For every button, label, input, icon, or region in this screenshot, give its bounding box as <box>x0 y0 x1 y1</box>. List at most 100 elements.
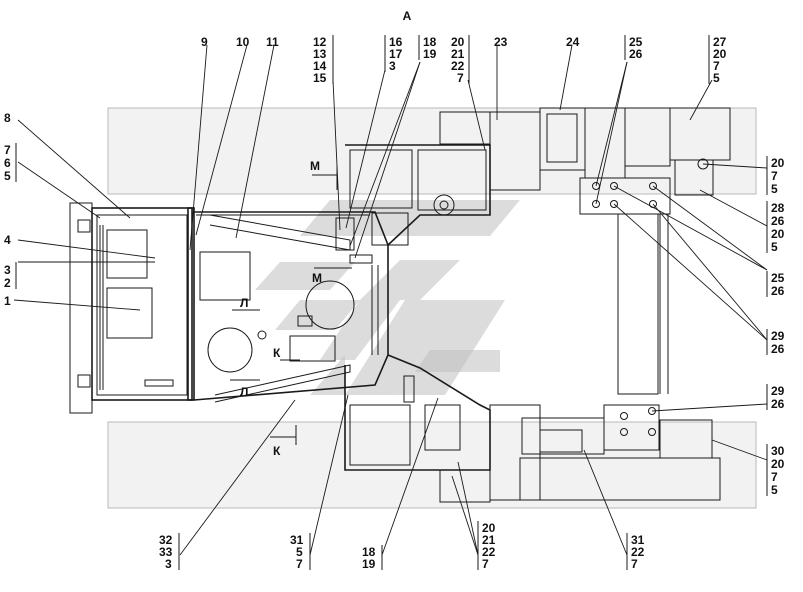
svg-text:20: 20 <box>482 521 496 535</box>
svg-text:16: 16 <box>389 35 403 49</box>
svg-text:26: 26 <box>629 47 643 61</box>
section-mark-k-mid: К <box>273 346 281 360</box>
svg-text:14: 14 <box>313 59 327 73</box>
svg-text:28: 28 <box>771 201 785 215</box>
section-mark-m-mid: М <box>312 271 322 285</box>
watermark-logo <box>255 200 520 395</box>
section-mark-l-top: Л <box>240 296 248 310</box>
callout-24: 24 <box>566 35 580 49</box>
callout-25-26-top: 25 26 <box>624 35 643 61</box>
svg-text:18: 18 <box>423 35 437 49</box>
svg-text:5: 5 <box>771 483 778 497</box>
callout-3-2: 3 2 <box>4 262 17 290</box>
callout-7-6-5: 7 6 5 <box>4 143 17 183</box>
svg-text:29: 29 <box>771 384 785 398</box>
svg-text:17: 17 <box>389 47 403 61</box>
callout-18-19-bottom: 18 19 <box>362 545 383 571</box>
callout-29-26-upper: 29 26 <box>766 329 785 356</box>
callout-11: 11 <box>266 35 279 49</box>
svg-text:2: 2 <box>4 276 11 290</box>
svg-text:7: 7 <box>771 169 778 183</box>
section-mark-m-top: М <box>310 159 320 173</box>
lower-components <box>439 404 721 503</box>
svg-text:32: 32 <box>159 533 173 547</box>
svg-text:22: 22 <box>482 545 496 559</box>
callout-16-17-3: 16 17 3 <box>384 35 403 73</box>
svg-text:20: 20 <box>771 457 785 471</box>
upper-track <box>107 107 757 195</box>
callout-20-21-22-7-bottom: 20 21 22 7 <box>477 521 496 571</box>
callout-20-7-5-right: 20 7 5 <box>766 156 785 196</box>
callout-1: 1 <box>4 294 11 308</box>
svg-text:27: 27 <box>713 35 727 49</box>
view-letter: А <box>403 9 412 23</box>
svg-text:20: 20 <box>771 227 785 241</box>
svg-text:31: 31 <box>631 533 645 547</box>
svg-text:20: 20 <box>771 156 785 170</box>
leader-lines <box>13 44 768 556</box>
svg-text:21: 21 <box>451 47 465 61</box>
central-frame <box>335 144 491 471</box>
callout-18-19-top: 18 19 <box>418 35 437 61</box>
svg-text:6: 6 <box>4 156 11 170</box>
svg-text:21: 21 <box>482 533 496 547</box>
callout-30-20-7-5: 30 20 7 5 <box>766 444 785 497</box>
svg-text:5: 5 <box>771 240 778 254</box>
callout-32-33-3: 32 33 3 <box>159 533 180 571</box>
svg-text:12: 12 <box>313 35 327 49</box>
callout-10: 10 <box>236 35 250 49</box>
svg-text:25: 25 <box>771 271 785 285</box>
svg-text:20: 20 <box>451 35 465 49</box>
section-markers: М М Л Л К К <box>230 159 352 458</box>
svg-text:31: 31 <box>290 533 304 547</box>
svg-text:26: 26 <box>771 284 785 298</box>
svg-text:20: 20 <box>713 47 727 61</box>
svg-text:7: 7 <box>4 143 11 157</box>
svg-text:22: 22 <box>631 545 645 559</box>
svg-text:3: 3 <box>389 59 396 73</box>
svg-text:7: 7 <box>482 557 489 571</box>
callout-9: 9 <box>201 35 208 49</box>
lower-track <box>107 421 757 509</box>
callout-12-13-14-15: 12 13 14 15 <box>313 35 334 85</box>
callout-27-20-7-5: 27 20 7 5 <box>708 35 727 85</box>
callout-20-21-22-7-top: 20 21 22 7 <box>451 35 470 85</box>
svg-text:7: 7 <box>713 59 720 73</box>
svg-text:7: 7 <box>457 71 464 85</box>
svg-text:5: 5 <box>4 169 11 183</box>
svg-text:7: 7 <box>771 470 778 484</box>
callout-31-5-7: 31 5 7 <box>290 533 311 571</box>
svg-text:25: 25 <box>629 35 643 49</box>
section-mark-l-bot: Л <box>240 385 248 399</box>
callout-8: 8 <box>4 111 11 125</box>
front-counterweight <box>69 202 193 414</box>
callout-23: 23 <box>494 35 508 49</box>
svg-text:26: 26 <box>771 214 785 228</box>
svg-text:5: 5 <box>296 545 303 559</box>
svg-text:3: 3 <box>165 557 172 571</box>
svg-text:15: 15 <box>313 71 327 85</box>
svg-text:29: 29 <box>771 329 785 343</box>
callout-31-22-7: 31 22 7 <box>626 533 645 571</box>
svg-text:26: 26 <box>771 342 785 356</box>
svg-text:5: 5 <box>771 182 778 196</box>
callout-28-26-20-5: 28 26 20 5 <box>766 201 785 254</box>
svg-text:7: 7 <box>296 557 303 571</box>
callout-25-26-right: 25 26 <box>766 271 785 298</box>
svg-text:19: 19 <box>362 557 376 571</box>
svg-text:33: 33 <box>159 545 173 559</box>
svg-text:19: 19 <box>423 47 437 61</box>
svg-text:13: 13 <box>313 47 327 61</box>
upper-components <box>439 107 731 395</box>
section-mark-k-bot: К <box>273 444 281 458</box>
svg-text:3: 3 <box>4 263 11 277</box>
svg-text:7: 7 <box>631 557 638 571</box>
svg-text:26: 26 <box>771 397 785 411</box>
svg-text:18: 18 <box>362 545 376 559</box>
svg-text:5: 5 <box>713 71 720 85</box>
svg-text:22: 22 <box>451 59 465 73</box>
callout-29-26-lower: 29 26 <box>766 384 785 411</box>
callout-4: 4 <box>4 233 11 247</box>
svg-text:30: 30 <box>771 444 785 458</box>
